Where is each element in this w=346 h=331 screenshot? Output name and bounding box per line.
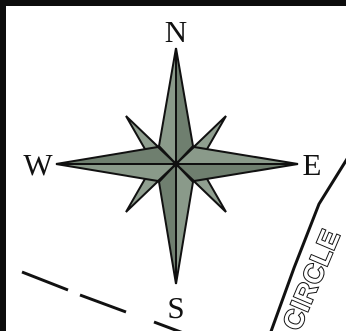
road-label: CIRCLE xyxy=(277,225,346,331)
south-label: S xyxy=(167,290,184,325)
map-canvas: CIRCLE N S E xyxy=(6,6,346,331)
compass-center xyxy=(174,162,179,167)
compass-point-north-left xyxy=(159,48,176,164)
north-label: N xyxy=(165,14,187,49)
road-dash xyxy=(80,295,126,312)
road-dashed-line xyxy=(22,272,186,331)
compass-point-east-top xyxy=(176,147,298,164)
compass-point-west-bottom xyxy=(56,164,176,181)
east-label: E xyxy=(303,147,322,182)
compass-point-south-right xyxy=(176,164,193,284)
compass-rose xyxy=(56,48,298,284)
compass-point-west-top xyxy=(56,147,176,164)
west-label: W xyxy=(23,147,53,182)
compass-point-south-left xyxy=(159,164,176,284)
road-dash xyxy=(22,272,68,290)
compass-point-north-right xyxy=(176,48,193,164)
compass-point-east-bottom xyxy=(176,164,298,181)
